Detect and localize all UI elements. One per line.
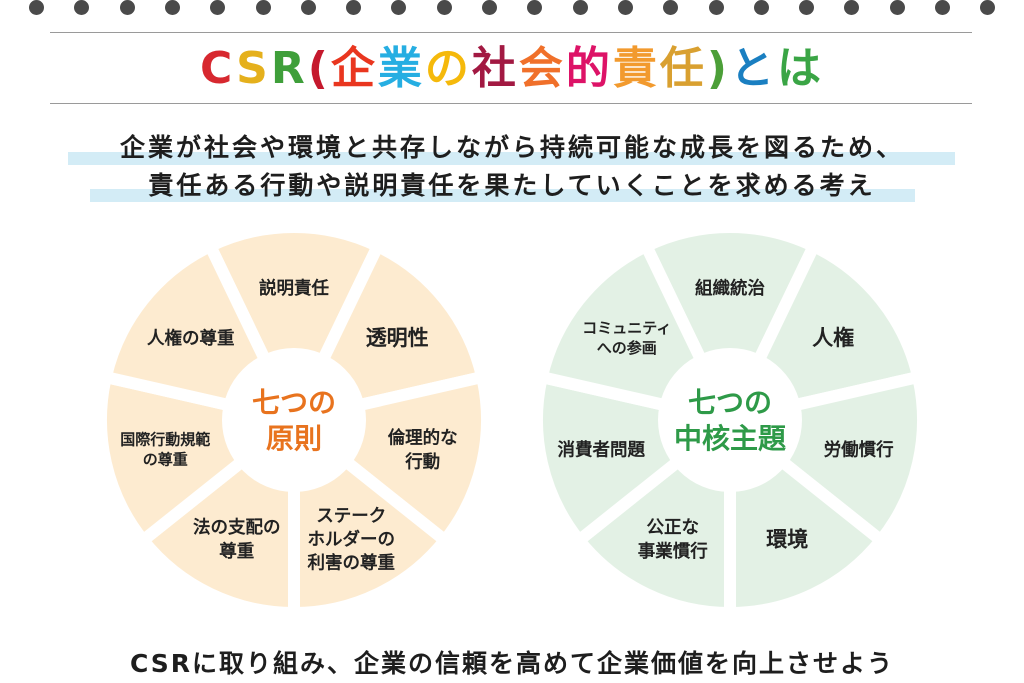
segment-label: コミュニティへの参画 bbox=[582, 319, 671, 357]
dot bbox=[29, 0, 44, 15]
center-circle bbox=[222, 348, 366, 492]
dot bbox=[799, 0, 815, 15]
dot bbox=[980, 0, 996, 15]
title-char: C bbox=[200, 43, 237, 94]
dot bbox=[844, 0, 860, 15]
segment-label-line: ホルダーの bbox=[308, 529, 396, 550]
dot bbox=[889, 0, 905, 15]
segment-label: 人権 bbox=[812, 326, 854, 350]
segment-label-line: 国際行動規範 bbox=[120, 430, 210, 448]
segment-label: 透明性 bbox=[366, 326, 429, 350]
segment-label: 環境 bbox=[766, 527, 808, 551]
dot bbox=[210, 0, 226, 15]
subtitle-line-1: 企業が社会や環境と共存しながら持続可能な成長を図るため、 bbox=[119, 133, 904, 162]
title-char: S bbox=[236, 43, 271, 94]
dot bbox=[300, 0, 316, 15]
segment-label: 国際行動規範の尊重 bbox=[120, 430, 210, 468]
dot bbox=[617, 0, 633, 15]
segment-label: 人権の尊重 bbox=[147, 328, 235, 349]
segment-label-line: 法の支配の bbox=[193, 517, 281, 538]
title-char: の bbox=[424, 43, 472, 94]
dot bbox=[346, 0, 362, 15]
title-char: ( bbox=[307, 43, 331, 94]
segment-label-line: 人権の尊重 bbox=[147, 328, 235, 349]
segment-label: 組織統治 bbox=[695, 278, 765, 299]
dot bbox=[753, 0, 769, 15]
segment-label: 公正な事業慣行 bbox=[638, 518, 708, 562]
dot bbox=[391, 0, 407, 15]
segment-label-line: 行動 bbox=[404, 451, 440, 472]
segment-label-line: 透明性 bbox=[366, 326, 429, 350]
center-title: 原則 bbox=[266, 422, 322, 455]
dot bbox=[482, 0, 497, 15]
segment-label-line: の尊重 bbox=[143, 451, 188, 469]
segment-label-line: 組織統治 bbox=[695, 278, 765, 299]
highlight-bar bbox=[68, 152, 955, 165]
segment-label-line: への参画 bbox=[597, 339, 657, 357]
segment-label-line: 環境 bbox=[766, 527, 808, 551]
dot bbox=[572, 0, 588, 15]
title-char: 的 bbox=[565, 43, 613, 94]
segment-label-line: コミュニティ bbox=[582, 319, 671, 337]
segment-label-line: 利害の尊重 bbox=[308, 553, 396, 574]
dot bbox=[119, 0, 135, 15]
segment-label-line: ステーク bbox=[316, 506, 386, 526]
title-char: 企 bbox=[330, 43, 378, 94]
dot bbox=[436, 0, 452, 15]
center-title: 七つの bbox=[688, 386, 772, 419]
segment-label: 説明責任 bbox=[259, 278, 329, 299]
bottom-message: CSRに取り組み、企業の信頼を高めて企業価値を向上させよう bbox=[129, 649, 895, 678]
segment-label: ステークホルダーの利害の尊重 bbox=[308, 506, 396, 573]
seven-core-subjects-wheel: 組織統治人権労働慣行環境公正な事業慣行消費者問題コミュニティへの参画七つの中核主… bbox=[531, 221, 929, 620]
center-title: 七つの bbox=[252, 386, 336, 419]
segment-label: 労働慣行 bbox=[824, 439, 894, 460]
title-char: 業 bbox=[377, 43, 425, 94]
segment-label-line: 公正な bbox=[646, 518, 699, 538]
dot bbox=[708, 0, 724, 15]
title-char: 社 bbox=[471, 43, 519, 94]
title-char: と bbox=[729, 43, 777, 94]
title-char: R bbox=[270, 43, 308, 94]
segment-label-line: 事業慣行 bbox=[638, 541, 708, 562]
segment-label-line: 尊重 bbox=[219, 541, 254, 562]
highlight-bar bbox=[90, 189, 915, 202]
dot-border bbox=[0, 0, 1024, 16]
segment-label: 倫理的な行動 bbox=[388, 428, 458, 473]
title-char: ) bbox=[706, 43, 730, 94]
subtitle-line-2: 責任ある行動や説明責任を果たしていくことを求める考え bbox=[148, 171, 876, 200]
dot bbox=[255, 0, 271, 15]
divider-bottom bbox=[50, 103, 972, 104]
segment-label: 法の支配の尊重 bbox=[193, 517, 281, 562]
dot bbox=[663, 0, 679, 15]
segment-label-line: 倫理的な bbox=[388, 428, 458, 449]
center-title: 中核主題 bbox=[674, 422, 787, 455]
title-char: 任 bbox=[659, 43, 707, 94]
segment-label: 消費者問題 bbox=[558, 439, 646, 460]
title-char: 会 bbox=[518, 43, 566, 94]
divider-top bbox=[50, 32, 972, 33]
dot bbox=[74, 0, 90, 15]
segment-label-line: 説明責任 bbox=[259, 278, 329, 299]
wheel-diagrams: 説明責任透明性倫理的な行動ステークホルダーの利害の尊重法の支配の尊重国際行動規範… bbox=[95, 221, 929, 620]
segment-label-line: 労働慣行 bbox=[824, 439, 894, 460]
seven-principles-wheel: 説明責任透明性倫理的な行動ステークホルダーの利害の尊重法の支配の尊重国際行動規範… bbox=[95, 221, 493, 620]
dot bbox=[527, 0, 543, 15]
title-char: は bbox=[776, 43, 824, 94]
title-char: 責 bbox=[612, 43, 660, 94]
center-circle bbox=[658, 348, 802, 492]
segment-label-line: 消費者問題 bbox=[558, 439, 646, 460]
dot bbox=[164, 0, 180, 15]
dot bbox=[935, 0, 950, 15]
page-title: CSR(企業の社会的責任)とは bbox=[0, 40, 1024, 98]
segment-label-line: 人権 bbox=[812, 326, 854, 350]
